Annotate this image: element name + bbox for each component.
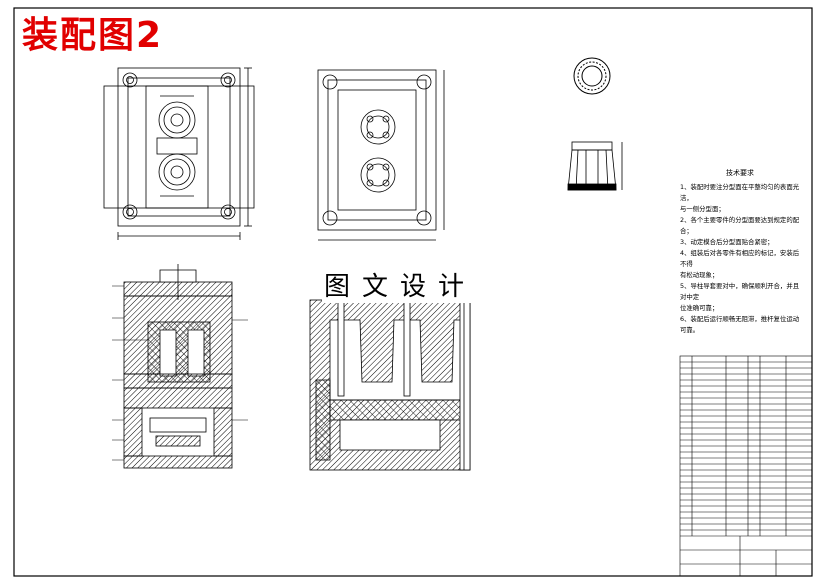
note-line: 位准确可靠；: [680, 304, 719, 312]
part-side-view: [567, 141, 623, 191]
note-line: 1、装配时要注分型面在平整均匀的表面光洁，: [680, 183, 800, 202]
note-line: 5、导柱导套要对中，确保顺利开合，并且对中定: [680, 282, 800, 301]
top-view-middle: [317, 69, 445, 241]
drawing-title: 装配图2: [22, 15, 164, 56]
watermark-label: 图文设计: [322, 272, 479, 304]
section-view-left: [123, 264, 233, 469]
note-line: 4、组装后对各零件有相应的标记，安装后不得: [680, 249, 800, 268]
section-view-middle: [309, 299, 471, 471]
outer-frame: [13, 7, 813, 577]
note-line: 合；: [680, 227, 693, 235]
notes-block: 技术要求 1、装配时要注分型面在平整均匀的表面光洁， 与一侧分型面； 2、各个主…: [680, 168, 800, 336]
top-view-left: [103, 67, 255, 240]
section-view-left-leaders: [112, 285, 248, 461]
note-line: 6、装配后运行顺畅无阻滞，推杆复位运动可靠。: [680, 315, 800, 334]
part-top-view: [573, 57, 611, 95]
note-line: 3、动定模合后分型面贴合紧密；: [680, 238, 774, 246]
note-line: 有松动现象；: [680, 271, 719, 279]
title-block: [679, 355, 813, 577]
note-line: 2、各个主要零件的分型面要达到规定的配: [680, 216, 800, 224]
note-line: 与一侧分型面；: [680, 205, 725, 213]
notes-title: 技术要求: [726, 169, 754, 177]
